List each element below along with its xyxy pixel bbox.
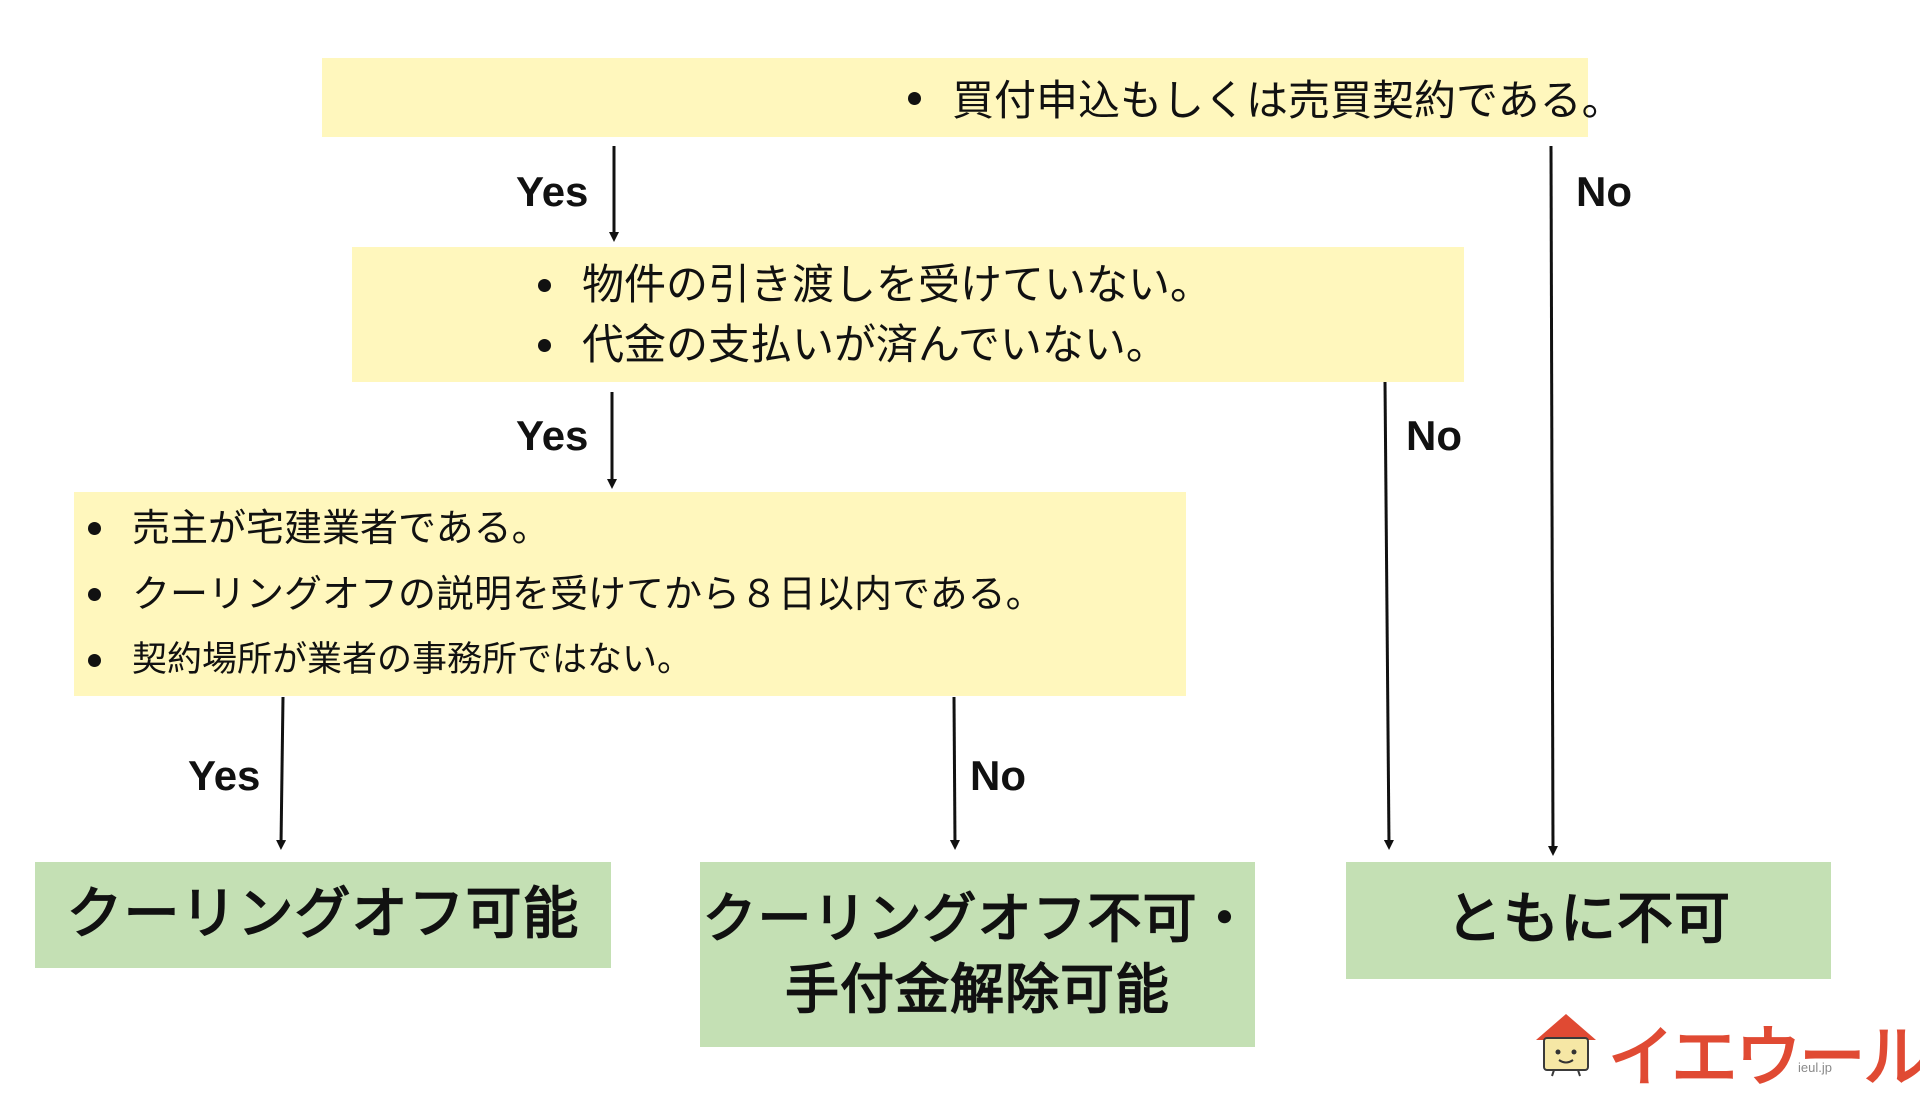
edge-label-q3-yes: Yes: [188, 752, 261, 799]
condition-2-item-2: 代金の支払いが済んでいない。: [537, 315, 1212, 375]
logo-domain: ieul.jp: [1798, 1060, 1832, 1075]
result-deposit-cancel-line2: 手付金解除可能: [785, 957, 1170, 1021]
condition-1-item: 買付申込もしくは売買契約である。: [908, 67, 1624, 128]
arrow-q1-no: [1547, 145, 1558, 856]
result-deposit-cancel-line1: クーリングオフ不可・: [702, 887, 1253, 951]
condition-box-3: 売主が宅建業者である。 クーリングオフの説明を受けてから８日以内である。 契約場…: [74, 492, 1186, 696]
condition-box-2: 物件の引き渡しを受けていない。 代金の支払いが済んでいない。: [352, 247, 1464, 382]
condition-3-item-3: 契約場所が業者の事務所ではない。: [88, 627, 1044, 693]
condition-1-list: 買付申込もしくは売買契約である。: [908, 67, 1624, 128]
condition-2-item-1: 物件の引き渡しを受けていない。: [537, 255, 1212, 315]
result-box-cooling-off: クーリングオフ可能: [35, 862, 611, 968]
condition-3-item-2: クーリングオフの説明を受けてから８日以内である。: [88, 561, 1044, 627]
edge-label-q2-no: No: [1406, 412, 1462, 459]
edge-label-q1-no: No: [1576, 168, 1632, 215]
condition-3-list: 売主が宅建業者である。 クーリングオフの説明を受けてから８日以内である。 契約場…: [88, 495, 1044, 693]
ieul-logo: イエウール ieul.jp: [1530, 1010, 1920, 1096]
logo-wordmark: イエウール: [1608, 1019, 1920, 1096]
result-neither-label: ともに不可: [1446, 887, 1731, 953]
arrow-q3-yes: [276, 696, 287, 850]
condition-3-item-1: 売主が宅建業者である。: [88, 495, 1044, 561]
house-mascot-icon: [1536, 1014, 1596, 1077]
condition-box-1: 買付申込もしくは売買契約である。: [322, 58, 1624, 137]
edge-label-q1-yes: Yes: [516, 168, 589, 215]
edge-label-q3-no: No: [970, 752, 1026, 799]
result-cooling-off-label: クーリングオフ可能: [66, 881, 580, 947]
result-box-deposit-cancel: クーリングオフ不可・ 手付金解除可能: [700, 862, 1255, 1047]
condition-2-list: 物件の引き渡しを受けていない。 代金の支払いが済んでいない。: [537, 255, 1212, 375]
arrow-q2-no: [1383, 381, 1394, 850]
result-box-neither: ともに不可: [1346, 862, 1831, 979]
edge-label-q2-yes: Yes: [516, 412, 589, 459]
arrow-q3-no: [949, 696, 960, 850]
